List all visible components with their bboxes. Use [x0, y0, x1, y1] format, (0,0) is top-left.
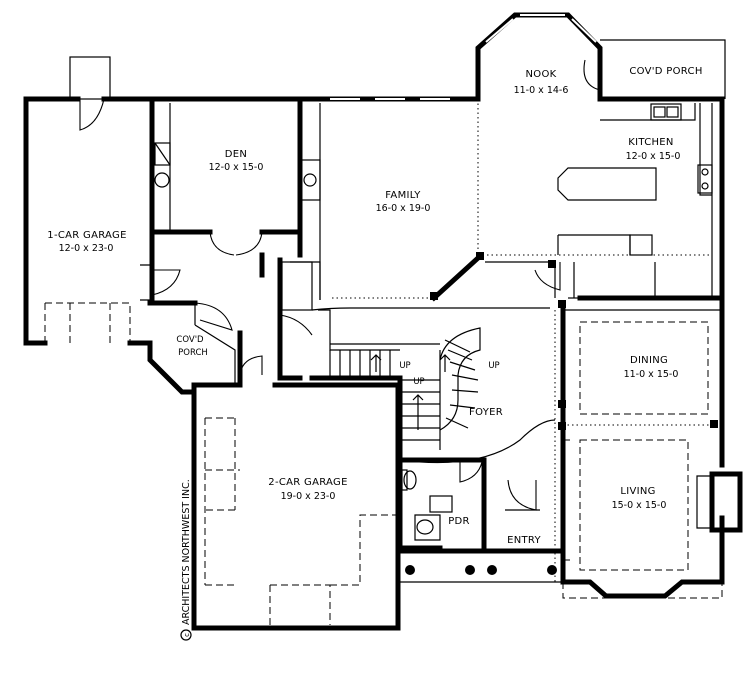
den-cabinet: [154, 142, 171, 166]
den-french-doors[interactable]: [209, 231, 263, 256]
living-ceiling-outline: [579, 439, 689, 571]
range: [697, 164, 713, 194]
fireplace-insert: [303, 173, 317, 187]
fireplace: [709, 471, 743, 533]
foyer-name: FOYER: [469, 407, 503, 418]
hall-fixtures: [194, 261, 313, 376]
kitchen-name: KITCHEN: [628, 137, 673, 148]
foyer-curve: [311, 307, 556, 464]
pdr-door[interactable]: [459, 460, 483, 483]
staircase: [329, 327, 481, 450]
kitchen-sink: [650, 103, 682, 121]
dining-dims: 11-0 x 15-0: [624, 369, 679, 380]
side-porch-line1: COV'D: [176, 335, 204, 345]
den-sink: [154, 172, 170, 188]
chimney: [69, 56, 111, 100]
toilet: [403, 470, 417, 490]
pdr-vanity: [414, 514, 441, 541]
living-dims: 15-0 x 15-0: [612, 500, 667, 511]
side-porch-line2: PORCH: [178, 348, 208, 358]
pdr-name: PDR: [448, 516, 470, 527]
rear-porch-name: COV'D PORCH: [629, 66, 702, 77]
rear-door[interactable]: [583, 55, 601, 91]
garage-1car-name: 1-CAR GARAGE: [47, 230, 126, 241]
living-name: LIVING: [620, 486, 655, 497]
copyright-letter: c: [183, 633, 191, 637]
den-dims: 12-0 x 15-0: [209, 162, 264, 173]
porch-columns: [405, 565, 557, 575]
den-fixtures: [154, 142, 321, 256]
powder-room-fixtures: [401, 460, 540, 541]
garage-2car-dims: 19-0 x 23-0: [281, 491, 336, 502]
closet-door[interactable]: [279, 314, 313, 336]
kitchen-dims: 12-0 x 15-0: [626, 151, 681, 162]
copyright-symbol: [180, 629, 192, 641]
garage-2car-name: 2-CAR GARAGE: [268, 477, 347, 488]
garage-1car-dims: 12-0 x 23-0: [59, 243, 114, 254]
porch-door[interactable]: [194, 302, 233, 331]
stair-up-label-3: UP: [488, 361, 499, 371]
entry-name: ENTRY: [507, 535, 541, 546]
interior-columns: [430, 252, 718, 430]
kitchen-fixtures: [534, 55, 713, 291]
kitchen-island: [557, 167, 657, 201]
living-bay: [563, 579, 725, 599]
front-door[interactable]: [507, 479, 537, 511]
dining-name: DINING: [630, 355, 668, 366]
copyright-text: ARCHITECTS NORTHWEST INC.: [181, 479, 192, 625]
copyright-notice: c ARCHITECTS NORTHWEST INC.: [180, 479, 192, 641]
family-name: FAMILY: [385, 190, 421, 201]
family-dims: 16-0 x 19-0: [376, 203, 431, 214]
dining-ceiling-outline: [579, 321, 709, 415]
room-labels: NOOK 11-0 x 14-6 COV'D PORCH KITCHEN 12-…: [47, 66, 702, 546]
garage-door-interior[interactable]: [239, 355, 263, 376]
stair-up-label-1: UP: [399, 361, 410, 371]
den-name: DEN: [225, 149, 247, 160]
garage-overhead-outlines: [44, 302, 398, 625]
exterior-walls: [23, 12, 743, 631]
stair-up-label-2: UP: [413, 377, 424, 387]
garage-entry-door[interactable]: [79, 98, 181, 301]
rear-porch-outline: [600, 39, 726, 99]
pantry-door[interactable]: [534, 262, 561, 291]
nook-name: NOOK: [526, 69, 557, 80]
nook-dims: 11-0 x 14-6: [514, 85, 569, 96]
